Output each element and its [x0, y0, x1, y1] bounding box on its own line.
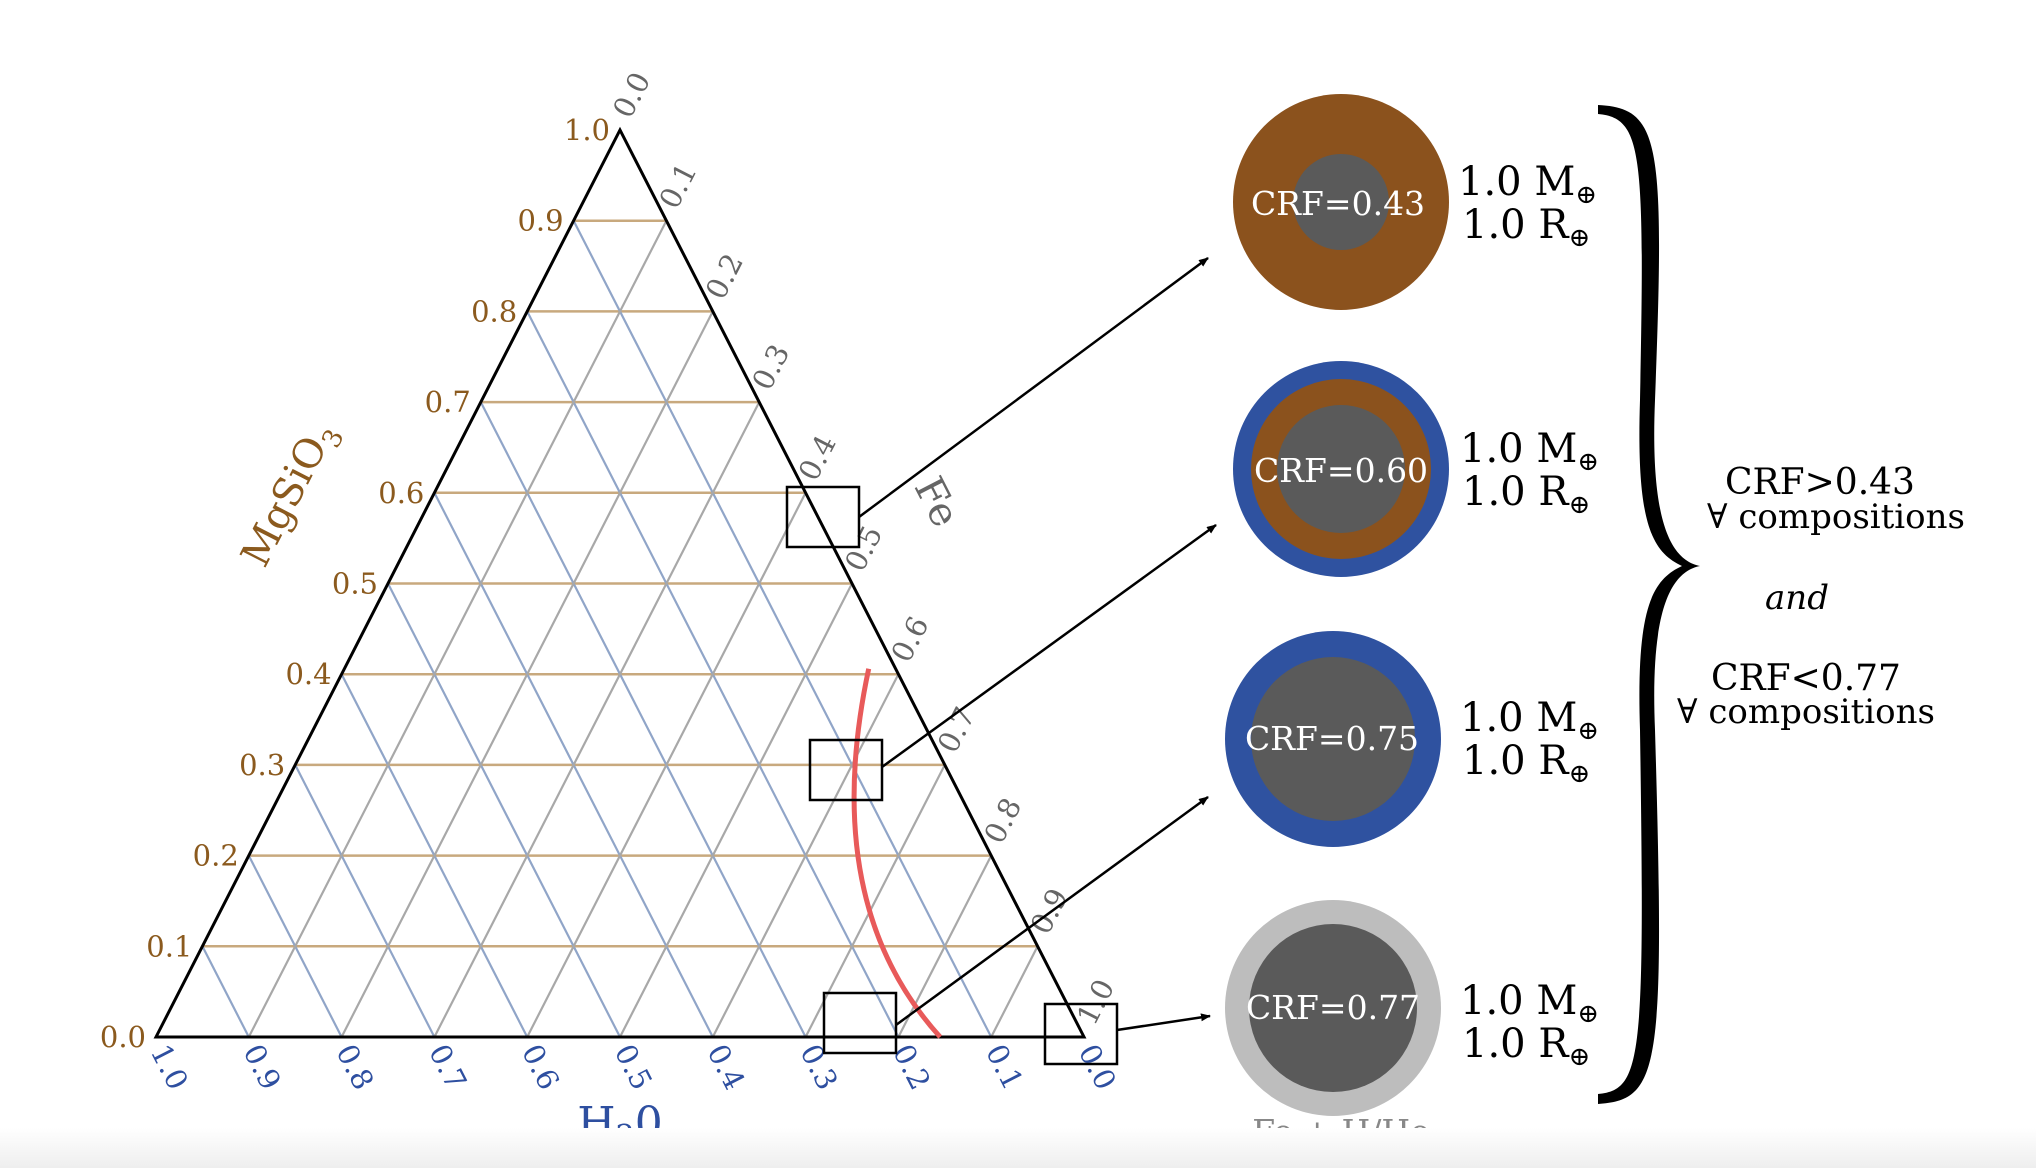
h2o-tick-label: 0.0	[1072, 1039, 1123, 1096]
planet-3-crf-label: CRF=0.75	[1245, 719, 1419, 758]
crf-composition-curve	[851, 668, 943, 1039]
mgsio3-tick-label: 0.9	[517, 204, 563, 238]
mgsio3-axis-label: MgSiO3	[232, 414, 350, 577]
mgsio3-tick-label: 0.7	[425, 385, 471, 419]
planet-2-radius: 1.0 R⊕	[1462, 469, 1590, 520]
planet-2-radius-value: 1.0 R	[1462, 469, 1570, 515]
mgsio3-tick-label: 0.2	[193, 839, 239, 873]
h2o-tick-label: 0.2	[886, 1039, 937, 1096]
highlight-box-crf-075	[822, 991, 898, 1055]
planet-1: CRF=0.43 1.0 M⊕ 1.0 R⊕	[1233, 94, 1597, 310]
mgsio3-tick-label: 1.0	[564, 113, 610, 147]
fe-gridline	[990, 945, 1039, 1038]
highlight-box-crf-060	[808, 738, 884, 802]
h2o-gridline	[572, 220, 993, 1038]
planet-1-mass-value: 1.0 M	[1458, 159, 1575, 205]
arrow-to-planet-1	[858, 256, 1209, 519]
planet-4-mass-value: 1.0 M	[1460, 978, 1577, 1024]
earth-symbol-icon: ⊕	[1568, 223, 1590, 253]
planet-3-radius-value: 1.0 R	[1462, 738, 1570, 784]
mgsio3-gridlines	[202, 219, 1038, 948]
planet-2-crf-label: CRF=0.60	[1254, 451, 1428, 490]
planet-4-core	[1249, 924, 1417, 1092]
mgsio3-tick-label: 0.0	[100, 1020, 146, 1054]
mgsio3-tick-label: 0.5	[332, 567, 378, 601]
planet-4-crf-label: CRF=0.77	[1246, 988, 1420, 1027]
fe-gridline	[433, 401, 761, 1038]
planet-4: CRF=0.77 1.0 M⊕ 1.0 R⊕ Fe + H/He	[1225, 900, 1599, 1151]
h2o-tick-label: 0.5	[608, 1039, 659, 1096]
h2o-tick-label: 1.0	[144, 1039, 195, 1096]
h2o-gridline	[201, 945, 250, 1038]
earth-symbol-icon: ⊕	[1577, 447, 1599, 477]
earth-symbol-icon: ⊕	[1577, 999, 1599, 1029]
h2o-tick-label: 0.3	[793, 1039, 844, 1096]
h2o-gridline	[294, 764, 436, 1038]
mgsio3-tick-labels: 0.0 0.1 0.2 0.3 0.4 0.5 0.6 0.7 0.8 0.9 1.0	[100, 113, 610, 1054]
h2o-gridline	[387, 582, 621, 1038]
planet-1-core	[1293, 154, 1389, 250]
arrow-to-planet-2	[881, 523, 1217, 769]
fe-gridline	[340, 310, 714, 1038]
mgsio3-tick-label: 0.8	[471, 294, 517, 328]
h2o-tick-label: 0.7	[422, 1039, 473, 1096]
fe-gridline	[619, 582, 853, 1038]
mgsio3-tick-label: 0.1	[146, 929, 192, 963]
planet-1-radius-value: 1.0 R	[1462, 202, 1570, 248]
summary-line-forall-2: ∀ compositions	[1677, 692, 1935, 732]
earth-symbol-icon: ⊕	[1568, 490, 1590, 520]
fe-axis-label: Fe	[905, 470, 968, 535]
arrow-to-planet-4	[1116, 1013, 1211, 1032]
mgsio3-tick-label: 0.6	[378, 476, 424, 510]
summary-conjunction: and	[1765, 578, 1829, 618]
h2o-tick-label: 0.1	[979, 1039, 1030, 1096]
fe-gridline	[526, 492, 807, 1038]
planet-4-radius: 1.0 R⊕	[1462, 1021, 1590, 1072]
planet-2-core	[1277, 405, 1405, 533]
planet-3-radius: 1.0 R⊕	[1462, 738, 1590, 789]
fe-gridline	[247, 220, 668, 1038]
h2o-gridline	[479, 401, 807, 1038]
planet-2-mass: 1.0 M⊕	[1460, 426, 1599, 477]
earth-symbol-icon: ⊕	[1575, 180, 1597, 210]
planet-4-mass: 1.0 M⊕	[1460, 978, 1599, 1029]
highlight-box-crf-077	[1043, 1002, 1119, 1066]
planet-1-radius: 1.0 R⊕	[1462, 202, 1590, 253]
planet-3-core	[1251, 657, 1415, 821]
mgsio3-tick-label: 0.4	[285, 657, 331, 691]
earth-symbol-icon: ⊕	[1568, 1042, 1590, 1072]
h2o-tick-label: 0.4	[701, 1039, 752, 1096]
earth-symbol-icon: ⊕	[1577, 716, 1599, 746]
summary-line-crf-lt: CRF<0.77	[1711, 658, 1901, 699]
planet-4-radius-value: 1.0 R	[1462, 1021, 1570, 1067]
planet-1-mass: 1.0 M⊕	[1458, 159, 1597, 210]
bottom-shadow	[0, 1128, 2036, 1168]
mgsio3-axis-label-main: MgSiO	[232, 429, 337, 574]
h2o-tick-label: 0.9	[237, 1039, 288, 1096]
fe-gridlines	[247, 220, 1039, 1038]
fe-tick-label: 0.0	[606, 67, 657, 124]
fe-gridline	[804, 764, 946, 1038]
planet-2-mass-value: 1.0 M	[1460, 426, 1577, 472]
planet-3-mass-value: 1.0 M	[1460, 695, 1577, 741]
mgsio3-tick-label: 0.3	[239, 748, 285, 782]
summary-line-crf-gt: CRF>0.43	[1725, 462, 1915, 503]
fe-gridline	[711, 673, 900, 1038]
planet-3-mass: 1.0 M⊕	[1460, 695, 1599, 746]
planet-2: CRF=0.60 1.0 M⊕ 1.0 R⊕	[1233, 361, 1599, 577]
summary-text: CRF>0.43 ∀ compositions and CRF<0.77 ∀ c…	[1677, 462, 1965, 732]
h2o-tick-labels: 1.0 0.9 0.8 0.7 0.6 0.5 0.4 0.3 0.2 0.1 0.0	[144, 1039, 1123, 1096]
planet-1-crf-label: CRF=0.43	[1251, 184, 1425, 223]
planet-3: CRF=0.75 1.0 M⊕ 1.0 R⊕	[1225, 631, 1599, 847]
right-curly-brace	[1598, 105, 1700, 1104]
ternary-triangle-outline	[153, 126, 1087, 1039]
summary-line-forall-1: ∀ compositions	[1707, 497, 1965, 537]
h2o-tick-label: 0.6	[515, 1039, 566, 1096]
earth-symbol-icon: ⊕	[1568, 759, 1590, 789]
h2o-tick-label: 0.8	[329, 1039, 380, 1096]
arrow-to-planet-3	[895, 795, 1209, 1027]
highlight-box-crf-043	[785, 485, 861, 549]
